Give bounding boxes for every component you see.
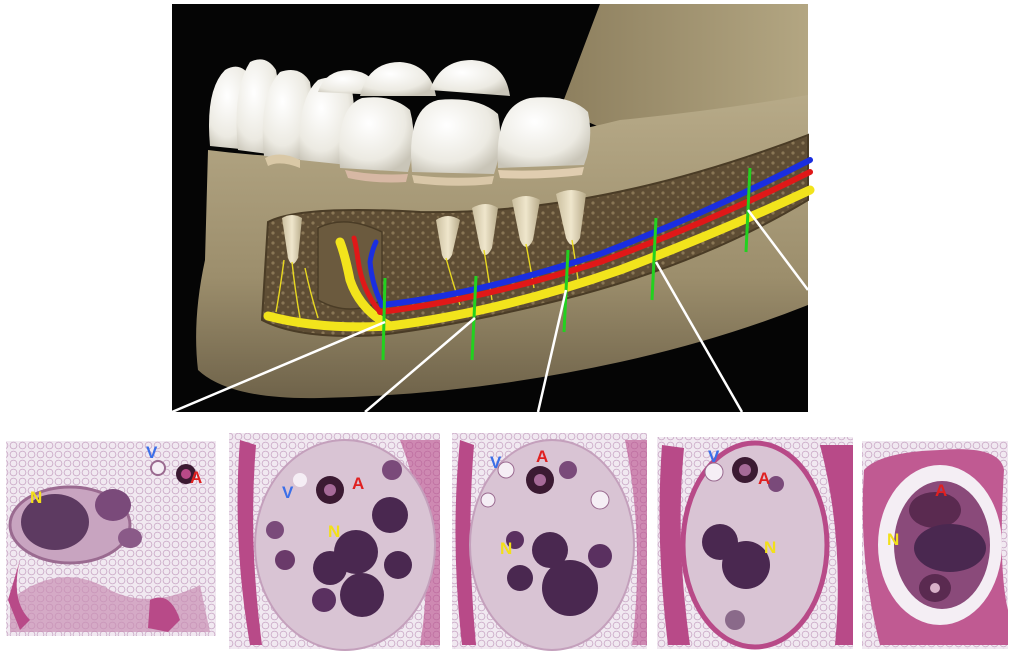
panel-1-label-artery: A — [190, 468, 202, 487]
panel-1-label-vein: V — [146, 443, 158, 462]
section-marker-1 — [383, 278, 385, 360]
histology-panel-5: A N — [862, 441, 1008, 649]
histology-panel-1: V A N — [6, 441, 216, 636]
mandible-illustration — [172, 4, 810, 412]
panel-3-label-artery: A — [536, 447, 548, 466]
panel-5-label-nerve: N — [887, 530, 899, 549]
panel-4-label-artery: A — [758, 469, 770, 488]
panel-4-label-vein: V — [708, 447, 720, 466]
histology-panel-3: V A N — [452, 433, 647, 650]
panel-5-label-artery: A — [935, 481, 947, 500]
panel-3-label-vein: V — [490, 453, 502, 472]
histology-panel-2: V A N — [229, 433, 440, 650]
panel-2-label-vein: V — [282, 483, 294, 502]
panel-2-label-nerve: N — [328, 522, 340, 541]
panel-1-label-nerve: N — [30, 488, 42, 507]
panel-2-label-artery: A — [352, 474, 364, 493]
panel-3-label-nerve: N — [500, 539, 512, 558]
histology-panel-4: V A N — [657, 437, 853, 649]
panel-4-label-nerve: N — [764, 538, 776, 557]
